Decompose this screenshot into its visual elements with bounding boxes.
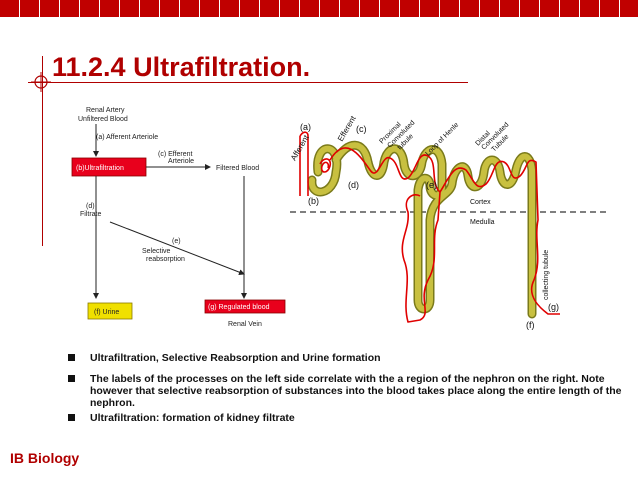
header-grid-cell <box>160 0 180 18</box>
e-label: (e) <box>172 238 181 245</box>
unfiltered-blood-label: Unfiltered Blood <box>78 116 128 123</box>
reabsorption-label: reabsorption <box>146 256 185 263</box>
header-grid-cell <box>400 0 420 18</box>
nephron-d: (d) <box>348 180 359 190</box>
nephron-g: (g) <box>548 302 559 312</box>
header-grid-cell <box>380 0 400 18</box>
nephron-a: (a) <box>300 122 311 132</box>
header-grid-cell <box>140 0 160 18</box>
header-grid-cell <box>420 0 440 18</box>
header-grid-cell <box>260 0 280 18</box>
nephron-f: (f) <box>526 320 535 330</box>
header-grid-cell <box>300 0 320 18</box>
filtered-blood-label: Filtered Blood <box>216 165 259 172</box>
regulated-blood-box <box>204 299 286 314</box>
footer-course-label: IB Biology <box>10 450 80 466</box>
medulla-label: Medulla <box>470 219 495 226</box>
title-underline <box>28 82 468 83</box>
header-grid-cell <box>560 0 580 18</box>
regulated-blood-label: (g) Regulated blood <box>208 304 270 311</box>
afferent-arteriole-label: (a) Afferent Arteriole <box>96 134 158 141</box>
header-grid-cell <box>280 0 300 18</box>
header-grid-cell <box>200 0 220 18</box>
header-grid-cell <box>40 0 60 18</box>
filtrate-label: Filtrate <box>80 211 102 218</box>
header-grid-cell <box>500 0 520 18</box>
header-grid-cell <box>540 0 560 18</box>
header-grid-bar <box>0 0 638 22</box>
header-grid-cell <box>580 0 600 18</box>
header-grid-cell <box>80 0 100 18</box>
bullet-square-icon <box>68 375 75 382</box>
collecting-tubule-text: collecting tubule <box>543 250 550 300</box>
renal-vein-label: Renal Vein <box>228 321 262 328</box>
header-grid-cell <box>360 0 380 18</box>
arrow-reabsorption <box>109 221 245 275</box>
header-grid-cell <box>120 0 140 18</box>
bullet-item: Ultrafiltration: formation of kidney fil… <box>68 412 628 424</box>
header-grid-cell <box>600 0 620 18</box>
bullet-list: Ultrafiltration, Selective Reabsorption … <box>68 352 628 433</box>
header-grid-cell <box>180 0 200 18</box>
d-label: (d) <box>86 203 95 210</box>
bullet-square-icon <box>68 354 75 361</box>
header-grid-cell <box>60 0 80 18</box>
header-grid-cell <box>340 0 360 18</box>
header-grid-cell <box>480 0 500 18</box>
cortex-label: Cortex <box>470 199 491 206</box>
header-grid-cell <box>520 0 540 18</box>
nephron-b: (b) <box>308 196 319 206</box>
bullet-item: Ultrafiltration, Selective Reabsorption … <box>68 352 628 364</box>
ultrafiltration-box-label: (b)Ultrafiltration <box>76 165 124 172</box>
efferent-text: Efferent <box>336 114 358 143</box>
ultrafiltration-flow-diagram: Renal Artery Unfiltered Blood (a) Affere… <box>71 107 286 328</box>
selective-label: Selective <box>142 248 171 255</box>
nephron-c: (c) <box>356 124 367 134</box>
bullet-square-icon <box>68 414 75 421</box>
header-grid-cell <box>440 0 460 18</box>
header-grid-cell <box>0 0 20 18</box>
efferent-label-1: (c) Efferent <box>158 151 193 158</box>
blood-vessel <box>299 131 560 323</box>
header-grid-cell <box>220 0 240 18</box>
nephron-diagram: (a) Afferent Efferent (c) Proximal Convo… <box>290 114 610 330</box>
header-grid-cell <box>320 0 340 18</box>
bullet-item: The labels of the processes on the left … <box>68 373 628 409</box>
nephron-e: (e) <box>426 180 437 190</box>
left-vertical-rule <box>42 56 43 246</box>
header-grid-cell <box>20 0 40 18</box>
crosshair-icon <box>31 72 51 92</box>
header-grid-cell <box>240 0 260 18</box>
header-grid-cell <box>100 0 120 18</box>
nephron-tube-fill <box>308 142 535 317</box>
efferent-label-2: Arteriole <box>168 158 194 165</box>
slide-title: 11.2.4 Ultrafiltration. <box>52 52 311 82</box>
renal-artery-label: Renal Artery <box>86 107 125 114</box>
header-grid-cell <box>460 0 480 18</box>
urine-box <box>87 302 133 320</box>
header-grid-cell <box>620 0 638 18</box>
urine-box-label: (f) Urine <box>94 309 119 316</box>
